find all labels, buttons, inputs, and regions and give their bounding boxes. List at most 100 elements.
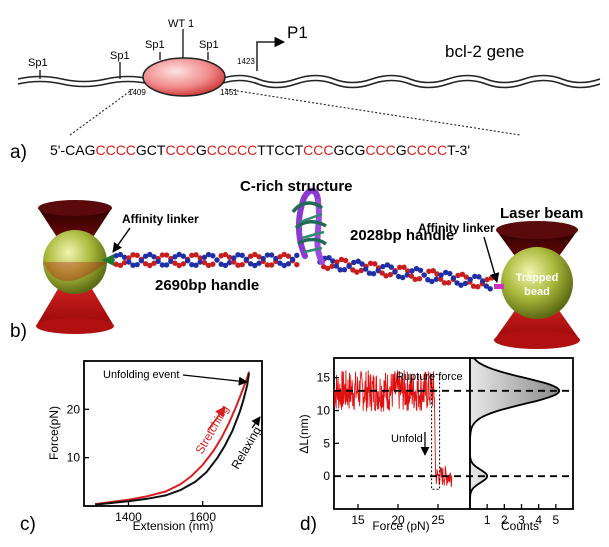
panel-d-label: d) [300,514,317,535]
dna-bead-blue [214,257,220,263]
left-handle-label: 2690bp handle [155,277,259,294]
sequence-segment: T-3' [447,142,470,158]
dna-bead-red [324,265,331,272]
dna-bead-red [416,276,423,282]
sequence-segment: CCCC [95,142,135,158]
dna-bead-blue [117,251,124,258]
gene-strand-bottom [17,80,151,88]
dna-bead-blue [231,255,237,261]
dna-bead-red [408,273,415,279]
dna-bead-blue [384,262,391,268]
dna-bead-red [151,260,157,266]
dna-bead-red [455,272,461,279]
dna-bead-blue [326,254,332,261]
dna-bead-red [334,259,340,265]
dna-bead-blue [404,272,410,278]
chart-c-ytick-label: 10 [67,451,81,465]
dna-bead-blue [458,282,464,288]
chart-d-ytick-label: 0 [323,469,330,483]
gene-name: bcl-2 gene [445,42,524,61]
dna-bead-blue [333,263,340,269]
dna-bead-blue [346,263,352,270]
dna-bead-red [159,252,166,258]
dna-bead-blue [454,280,460,286]
dna-bead-red [405,268,411,274]
dna-bead-red [484,276,490,283]
zoom-line-left [69,88,134,136]
dna-bead-blue [130,262,136,268]
chart-d-hist-xtick-label: 4 [535,513,542,527]
dna-bead-red [113,261,119,267]
dna-bead-blue [330,258,336,264]
dna-bead-red [197,255,203,261]
dna-bead-red [180,261,187,267]
dna-bead-blue [168,258,174,265]
dna-bead-red [329,263,335,269]
chart-d-ytick-label: 5 [323,436,330,450]
dna-bead-blue [222,262,229,269]
dna-bead-blue [264,252,271,258]
chart-d-histogram [469,357,561,509]
dna-bead-blue [142,253,149,259]
dna-bead-blue [362,266,369,272]
chart-d-ytick-label: 15 [317,371,331,385]
promoter-arrow [256,36,286,71]
chart-c-series-1 [94,371,250,506]
chart-c-ylabel: Force(pN) [47,406,61,460]
chart-c-xlabel: Extension (nm) [133,519,214,533]
chart-c-annotation-unfolding: Unfolding event [103,369,179,381]
dna-bead-red [222,251,229,258]
chart-d-frame [333,357,574,510]
position-1409: 1409 [128,88,146,97]
dna-bead-blue [256,260,262,266]
dna-bead-red [358,267,364,274]
dna-bead-blue [476,274,482,280]
dna-bead-blue [197,259,203,265]
dna-bead-red [205,262,212,269]
dna-bead-blue [294,252,300,259]
dna-bead-blue [359,261,365,267]
dna-bead-red [475,284,481,290]
dna-bead-blue [433,276,440,282]
dna-bead-blue [355,258,361,264]
dna-bead-blue [480,278,486,284]
wt1-label: WT 1 [168,18,194,30]
left-affinity-linker-mark [102,254,114,266]
chart-d-hist-xtick-label: 3 [518,513,525,527]
dna-bead-red [147,262,153,269]
dna-bead-blue [172,254,178,260]
panel-a-label: a) [10,142,27,163]
dna-bead-red [488,275,495,281]
chart-d-annotation-rupture: Rupture force [396,371,463,383]
dna-bead-blue [417,267,424,273]
chart-d-hist-xtick-label: 2 [501,513,508,527]
dna-bead-blue [285,261,292,267]
dna-bead-blue [447,270,453,277]
dna-bead-blue [472,273,478,280]
dna-bead-red [430,268,436,274]
dna-bead-blue [193,262,199,268]
dna-bead-red [121,259,128,266]
dna-bead-blue [370,271,377,277]
dna-bead-red [142,261,149,267]
chart-d-hist-xtick-label: 1 [484,513,491,527]
dna-bead-blue [337,267,343,273]
dna-bead-blue [155,258,161,265]
dna-bead-red [193,252,199,258]
dna-bead-red [372,261,378,267]
trapped-bead-label-line2: bead [524,286,550,298]
trapped-bead [501,247,573,319]
dna-bead-blue [201,254,208,261]
dna-bead-blue [442,269,449,276]
left-dna-handle [109,251,300,269]
dna-bead-red [437,276,444,282]
promoter-label: P1 [287,23,308,42]
dna-bead-blue [243,256,250,263]
position-1451: 1451 [220,88,238,97]
dna-bead-red [264,262,271,268]
dna-bead-blue [429,278,435,285]
right-handle-label: 2028bp handle [350,227,454,244]
dna-bead-red [397,264,403,270]
dna-bead-blue [392,269,398,275]
